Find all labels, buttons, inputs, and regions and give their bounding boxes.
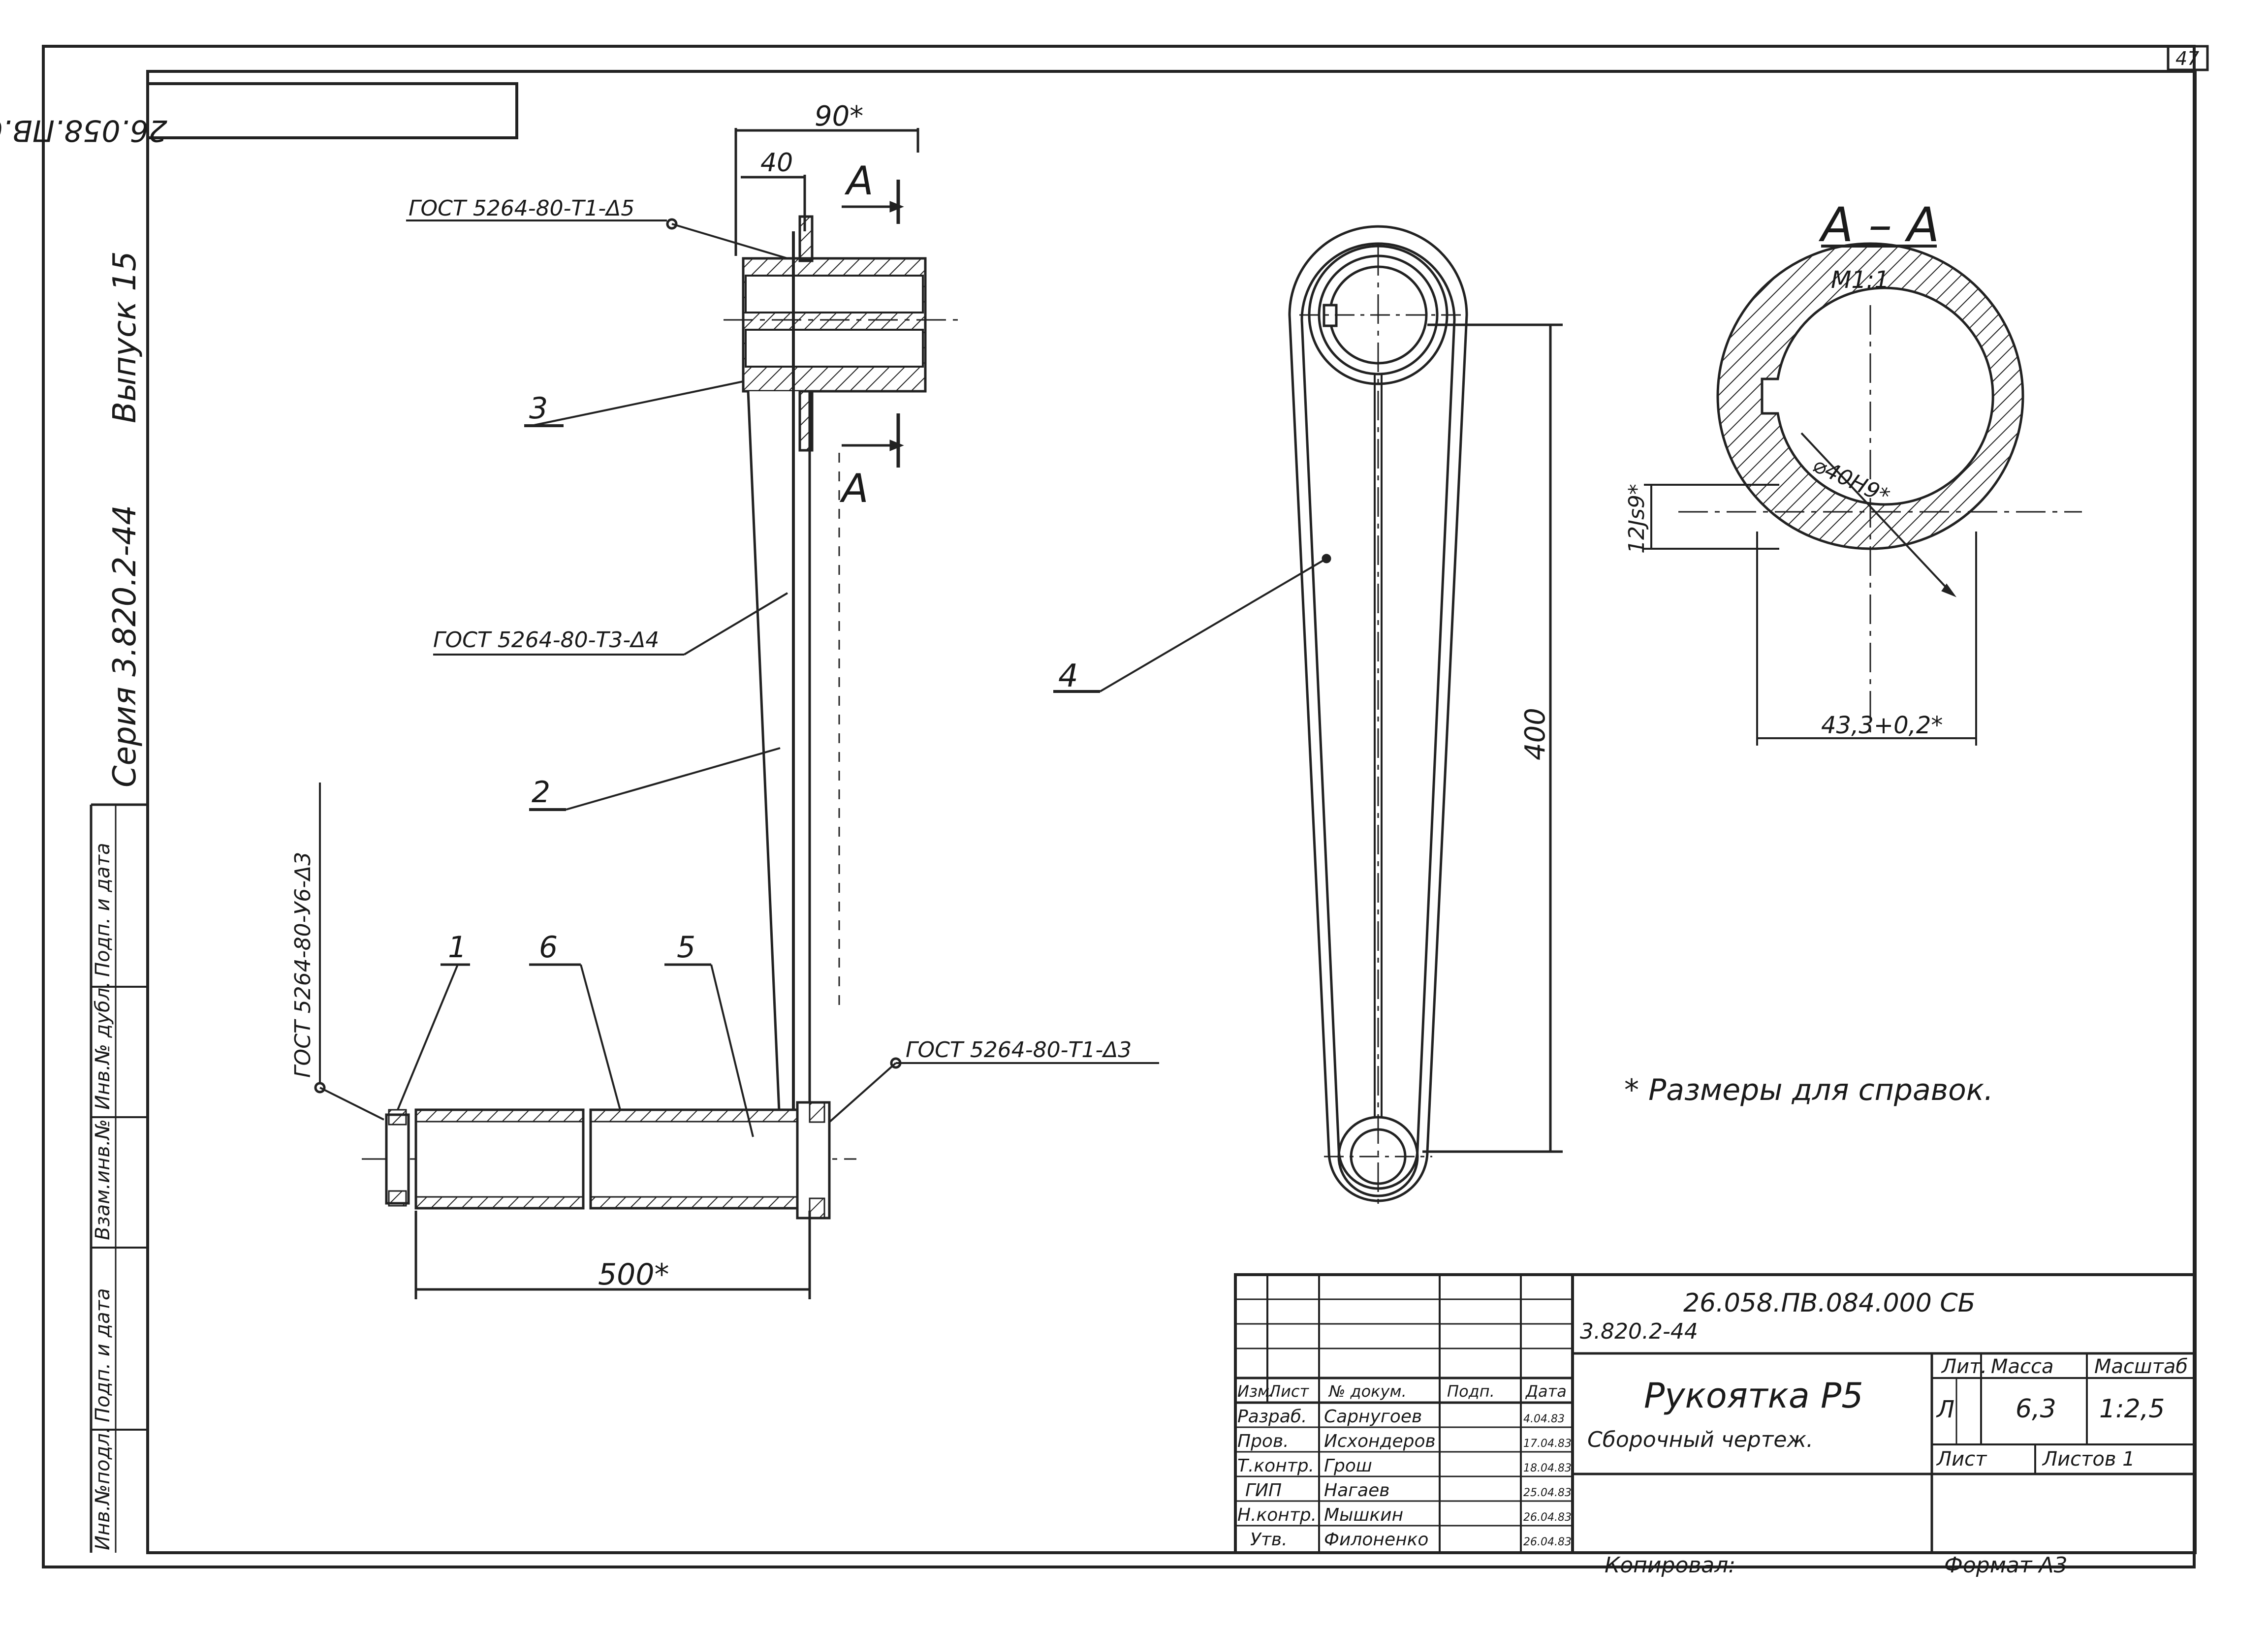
leader-weld-bottom (828, 1062, 897, 1123)
svg-text:Лист: Лист (1936, 1448, 1987, 1471)
leader-pos-2 (566, 747, 781, 811)
svg-text:6: 6 (539, 930, 558, 965)
front-view-labels: 4 400 (1058, 658, 1551, 760)
svg-text:Масштаб: Масштаб (2094, 1355, 2188, 1378)
svg-text:25.04.83: 25.04.83 (1523, 1487, 1572, 1499)
svg-text:Инв.№подл.: Инв.№подл. (92, 1427, 114, 1550)
lever-outline (1288, 225, 1468, 1202)
svg-text:26.04.83: 26.04.83 (1523, 1536, 1572, 1548)
svg-text:4.04.83: 4.04.83 (1523, 1413, 1565, 1425)
leader-weld-mid (683, 592, 788, 656)
sheet-number-box: 47 (2167, 45, 2209, 71)
svg-text:Нагаев: Нагаев (1324, 1480, 1389, 1501)
title-block (1234, 1273, 2197, 1554)
svg-text:Инв.№ дубл.: Инв.№ дубл. (92, 981, 114, 1110)
svg-text:Сарнугоев: Сарнугоев (1324, 1407, 1422, 1427)
svg-text:А – А: А – А (1818, 197, 1939, 252)
lever-arm (747, 391, 811, 1136)
svg-text:2: 2 (532, 775, 550, 810)
svg-text:26.04.83: 26.04.83 (1523, 1511, 1572, 1524)
handle-nut (385, 1113, 410, 1205)
svg-text:Утв.: Утв. (1250, 1530, 1288, 1550)
svg-text:1:2,5: 1:2,5 (2099, 1394, 2165, 1424)
svg-text:47: 47 (2175, 48, 2199, 69)
leader-weld-left (319, 1087, 384, 1121)
side-view-labels: 90* 40 А А ГОСТ 5264-80-Т1-Δ5 ГОСТ 5264-… (290, 100, 1132, 1292)
svg-text:Мышкин: Мышкин (1324, 1505, 1403, 1525)
svg-text:ГОСТ 5264-80-Т3-Δ4: ГОСТ 5264-80-Т3-Δ4 (433, 627, 659, 653)
leader-pos-1 (397, 964, 459, 1110)
title-block-text: 26.058.ПВ.084.000 СБ 3.820.2-44 Рукоятка… (1237, 1288, 2188, 1550)
svg-text:Лит.: Лит. (1941, 1355, 1987, 1378)
svg-text:Взам.инв.№: Взам.инв.№ (92, 1119, 114, 1240)
svg-text:Т.контр.: Т.контр. (1237, 1456, 1314, 1476)
svg-text:ГИП: ГИП (1245, 1480, 1282, 1501)
svg-text:Листов 1: Листов 1 (2042, 1448, 2135, 1471)
svg-text:4: 4 (1058, 658, 1078, 694)
svg-text:Серия 3.820.2-44: Серия 3.820.2-44 (107, 505, 143, 787)
svg-text:Дата: Дата (1525, 1382, 1567, 1401)
leader-pos-3 (531, 380, 744, 427)
leader-pos-5 (710, 964, 754, 1137)
left-strip: Выпуск 15 Серия 3.820.2-44 Подп. и дата … (90, 251, 148, 1553)
svg-text:ГОСТ 5264-80-Т1-Δ3: ГОСТ 5264-80-Т1-Δ3 (906, 1037, 1132, 1063)
svg-text:Исхондеров: Исхондеров (1324, 1431, 1436, 1451)
svg-text:№ докум.: № докум. (1328, 1382, 1407, 1401)
svg-text:Подп.: Подп. (1447, 1382, 1495, 1401)
svg-text:Н.контр.: Н.контр. (1237, 1505, 1317, 1525)
svg-text:Изм.: Изм. (1237, 1382, 1274, 1401)
section-ring (1716, 242, 2024, 550)
svg-text:Сборочный чертеж.: Сборочный чертеж. (1587, 1427, 1813, 1452)
sleeve-part-5 (589, 1108, 799, 1210)
svg-text:3.820.2-44: 3.820.2-44 (1580, 1319, 1698, 1344)
svg-text:Подп. и дата: Подп. и дата (92, 843, 114, 977)
side-view (314, 128, 1159, 1299)
svg-text:Лист: Лист (1268, 1382, 1309, 1401)
svg-text:Подп. и дата: Подп. и дата (92, 1288, 114, 1422)
svg-text:3: 3 (529, 391, 548, 426)
leader-weld-top (671, 223, 788, 259)
svg-text:43,3+0,2*: 43,3+0,2* (1821, 712, 1943, 739)
svg-text:Пров.: Пров. (1237, 1431, 1289, 1451)
svg-text:18.04.83: 18.04.83 (1523, 1462, 1572, 1474)
sleeve-part-6 (414, 1108, 585, 1210)
svg-text:500*: 500* (598, 1257, 669, 1292)
svg-text:Рукоятка Р5: Рукоятка Р5 (1644, 1376, 1863, 1416)
svg-text:17.04.83: 17.04.83 (1523, 1438, 1572, 1450)
svg-text:Формат А3: Формат А3 (1944, 1553, 2068, 1578)
svg-text:Копировал:: Копировал: (1605, 1553, 1735, 1578)
section-labels: А – А М1:1 ⌀40Н9* 12Js9* 43,3+0,2* (1624, 197, 1943, 739)
svg-text:Масса: Масса (1991, 1355, 2054, 1378)
svg-text:400: 400 (1519, 708, 1551, 760)
leader-pos-6 (580, 964, 621, 1110)
svg-text:6,3: 6,3 (2016, 1394, 2056, 1424)
inner-frame (146, 70, 2197, 1554)
svg-text:90*: 90* (815, 100, 863, 132)
svg-text:40: 40 (760, 148, 793, 178)
svg-text:5: 5 (677, 930, 695, 965)
front-view (1053, 225, 1563, 1211)
svg-text:Л: Л (1936, 1396, 1954, 1423)
footer: Копировал: Формат А3 (1605, 1553, 2068, 1578)
svg-text:12Js9*: 12Js9* (1624, 484, 1649, 554)
reference-note: * Размеры для справок. (1624, 1073, 1993, 1107)
svg-text:А: А (839, 466, 869, 511)
svg-text:М1:1: М1:1 (1831, 266, 1890, 294)
svg-text:Выпуск 15: Выпуск 15 (107, 251, 143, 423)
svg-text:ГОСТ 5264-80-Т1-Δ5: ГОСТ 5264-80-Т1-Δ5 (409, 196, 634, 221)
svg-text:ГОСТ 5264-80-У6-Δ3: ГОСТ 5264-80-У6-Δ3 (290, 852, 315, 1078)
svg-text:Филоненко: Филоненко (1324, 1530, 1428, 1550)
section-a-a (1644, 242, 2082, 746)
svg-text:Разраб.: Разраб. (1237, 1407, 1307, 1427)
svg-text:А: А (844, 158, 874, 204)
svg-text:26.058.ПВ.084.000 СБ: 26.058.ПВ.084.000 СБ (1683, 1288, 1975, 1318)
svg-text:1: 1 (448, 930, 467, 965)
svg-text:Грош: Грош (1324, 1456, 1372, 1476)
